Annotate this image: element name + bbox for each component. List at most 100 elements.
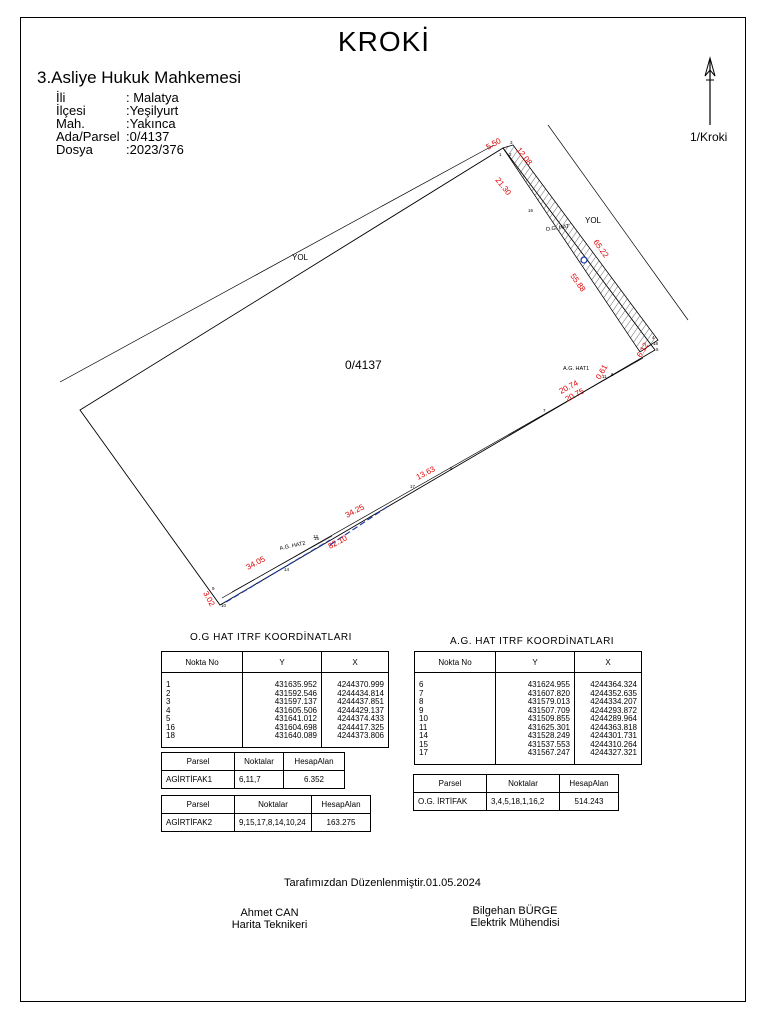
table-header-row: Parsel Noktalar HesapAlan: [161, 795, 371, 814]
coord-value: 11: [419, 722, 428, 732]
coord-value: 431640.089: [274, 731, 317, 740]
coord-value: 431625.301: [527, 722, 570, 732]
ag-hat2-label: A.G. HAT2: [279, 541, 306, 552]
coord-value: 431509.855: [527, 714, 570, 723]
coord-value: 4244434.814: [337, 688, 384, 698]
signer-left-title: Harita Teknikeri: [231, 919, 308, 931]
coord-value: 431605.506: [274, 705, 317, 715]
dimension-label: 21.30: [493, 176, 513, 198]
coord-value: 431592.546: [274, 688, 317, 698]
info-block: İli : Malatya İlçesi :Yeşilyurt Mah. :Yakın…: [56, 91, 184, 156]
dimension-label: 3.02: [201, 590, 217, 608]
column-header: Parsel: [161, 752, 235, 771]
north-arrow-icon: [704, 56, 716, 125]
coord-value: 4244374.433: [337, 714, 384, 723]
parsel-cell: AGİRTİFAK2: [161, 813, 235, 832]
info-key: İli: [56, 90, 66, 105]
table-row: AGİRTİFAK2 9,15,17,8,14,10,24 163.275: [161, 813, 371, 832]
info-row-mah: Mah. :Yakınca: [56, 117, 184, 130]
coord-value: 431528.249: [527, 731, 570, 740]
table-header-row: Nokta No Y X: [161, 651, 389, 673]
parsel-cell: O.G. İRTİFAK: [413, 792, 487, 811]
coord-value: 4244352.635: [590, 688, 637, 698]
point-number: 12: [313, 534, 319, 539]
info-value: : Malatya: [126, 90, 179, 105]
info-key: Mah.: [56, 116, 85, 131]
info-key: Ada/Parsel: [56, 129, 120, 144]
coord-value: 4244437.851: [337, 697, 384, 706]
og-table-title: O.G HAT ITRF KOORDİNATLARI: [190, 632, 352, 643]
coord-value: 5: [166, 714, 171, 723]
ag-table-title: A.G. HAT ITRF KOORDİNATLARI: [450, 636, 615, 647]
point-number: 15: [314, 536, 320, 541]
coord-value: 15: [419, 739, 428, 749]
coord-value: 4244310.264: [590, 739, 637, 749]
column-header: Noktalar: [234, 752, 284, 771]
column-header: Parsel: [413, 774, 487, 793]
point-number: 11: [602, 374, 607, 379]
point-number: 16: [528, 208, 534, 213]
coord-value: 7: [419, 688, 424, 698]
coord-value: 431641.012: [274, 714, 317, 723]
coord-value: 4244334.207: [590, 697, 637, 706]
page-frame: [20, 17, 746, 1002]
point-number: 8: [450, 466, 453, 471]
ag-hat-cable: [221, 357, 644, 603]
table-header-row: Parsel Noktalar HesapAlan: [161, 752, 345, 771]
coord-value: 431607.820: [527, 688, 570, 698]
noktalar-cell: 6,11,7: [234, 770, 284, 789]
irtifak1-table: Parsel Noktalar HesapAlan AGİRTİFAK1 6,1…: [161, 752, 345, 789]
parcel-boundary: [79, 147, 656, 606]
point-number: 14: [284, 567, 290, 572]
column-header: Nokta No: [161, 651, 243, 673]
info-value: :Yakınca: [126, 116, 176, 131]
scale-label: 1/Kroki: [690, 130, 728, 144]
table-row: O.G. İRTİFAK 3,4,5,18,1,16,2 514.243: [413, 792, 619, 811]
info-row-ilce: İlçesi :Yeşilyurt: [56, 104, 184, 117]
parcel-sketch-map: 0/4137 YOL YOL O.G. HAT A.G. HAT1 A.G. H…: [59, 56, 716, 608]
coord-value: 18: [166, 731, 175, 740]
point-number: 2: [509, 152, 512, 157]
coord-value: 14: [419, 731, 428, 740]
signer-right: Bilgehan BÜRGE Elektrik Mühendisi: [455, 905, 575, 929]
coord-value: 6: [419, 680, 424, 689]
info-value: :Yeşilyurt: [126, 103, 179, 118]
road-line-right: [547, 124, 689, 321]
coord-value: 4244429.137: [337, 705, 384, 715]
point-numbers: 3 1 2 18 16 4 5 11 17 7 8 12 15 14 6 9 1…: [212, 140, 659, 608]
info-row-dosya: Dosya:2023/376: [56, 143, 184, 156]
point-number: 18: [653, 341, 659, 346]
dimension-label: 13.63: [415, 464, 437, 482]
coord-value: 3: [166, 697, 171, 706]
point-number: 9: [212, 586, 215, 591]
road-line-top: [59, 144, 495, 383]
column-header: HesapAlan: [283, 752, 345, 771]
info-key: İlçesi: [56, 103, 86, 118]
area-cell: 163.275: [311, 813, 371, 832]
og-hat-label: O.G. HAT: [545, 224, 570, 233]
coord-value: 4244370.999: [337, 680, 384, 689]
parsel-cell: AGİRTİFAK1: [161, 770, 235, 789]
column-header: HesapAlan: [559, 774, 619, 793]
column-header: Y: [495, 651, 575, 673]
info-row-il: İli : Malatya: [56, 91, 184, 104]
page-title: KROKİ: [337, 26, 431, 57]
coord-value: 431537.553: [527, 739, 570, 749]
pole-icon: [580, 256, 588, 264]
ag-hat1-label: A.G. HAT1: [563, 366, 589, 372]
info-key: Dosya: [56, 142, 93, 157]
dimension-label: 82.10: [327, 533, 349, 551]
coord-value: 431567.247: [527, 748, 570, 757]
og-hat-easement: [502, 144, 659, 353]
coord-value: 4244293.872: [590, 705, 637, 715]
signer-right-name: Bilgehan BÜRGE: [472, 905, 558, 917]
parcel-label: 0/4137: [345, 358, 382, 372]
irtifak2-table: Parsel Noktalar HesapAlan AGİRTİFAK2 9,1…: [161, 795, 371, 832]
signer-right-title: Elektrik Mühendisi: [470, 917, 560, 929]
column-header: Y: [242, 651, 322, 673]
